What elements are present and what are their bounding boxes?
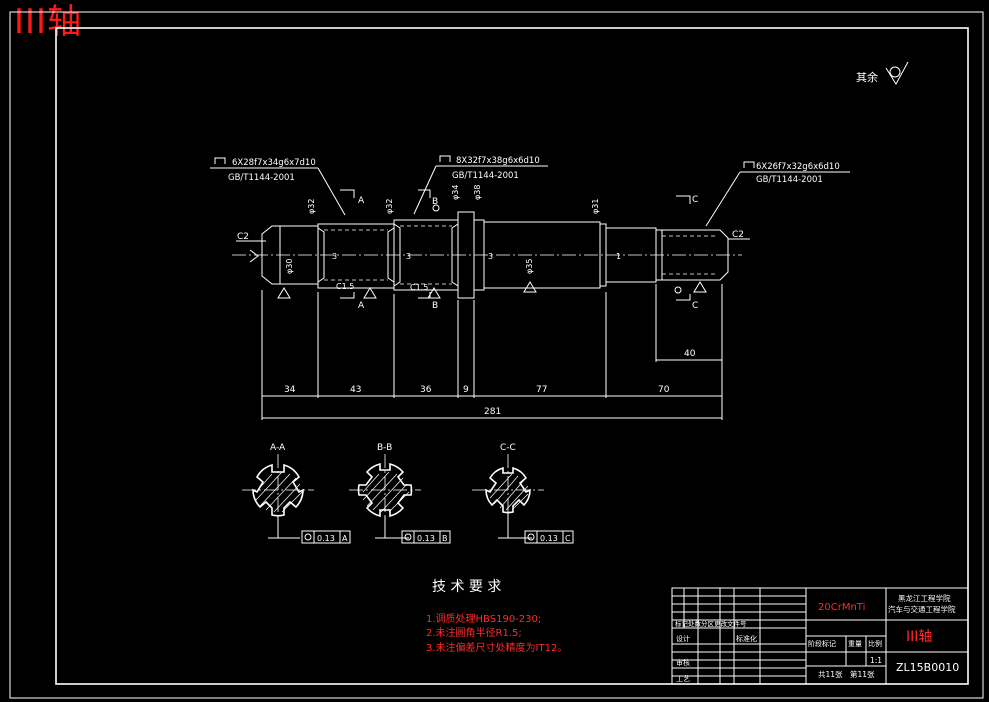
svg-text:B: B [432, 197, 438, 207]
drawing-title: III轴 [14, 2, 83, 42]
inner-border [55, 27, 969, 685]
section-view-c: C-C [472, 443, 544, 539]
tech-req-item: 2.未注圆角半径R1.5; [426, 626, 522, 639]
dim-36: 36 [420, 385, 432, 395]
svg-text:C: C [565, 534, 571, 543]
datum-symbols [249, 204, 707, 299]
dia-32: φ32 [307, 199, 316, 214]
standard: 标准化 [736, 634, 757, 643]
right-spline-section [655, 229, 729, 281]
svg-text:0.13: 0.13 [417, 534, 435, 543]
dim-70: 70 [658, 385, 670, 395]
label-3b: 3 [406, 252, 411, 261]
section-mark-c: C C [676, 195, 698, 311]
part-name: III轴 [906, 629, 932, 645]
stage-mark: 阶段标记 [808, 639, 836, 648]
drawing-number: ZL15B0010 [896, 661, 959, 674]
position-tolerance-icon [527, 533, 535, 541]
design: 设计 [676, 634, 690, 643]
dia-35: φ35 [525, 259, 534, 274]
review: 审核 [676, 658, 690, 667]
tech-requirements: 技 术 要 求 1.调质处理HBS190-230; 2.未注圆角半径R1.5; … [426, 579, 567, 654]
process: 工艺 [676, 675, 690, 683]
svg-text:GB/T1144-2001: GB/T1144-2001 [452, 171, 519, 181]
svg-text:A: A [358, 196, 365, 206]
dim-9: 9 [463, 385, 469, 395]
svg-text:6X26f7x32g6x6d10: 6X26f7x32g6x6d10 [756, 162, 840, 172]
dia-32b: φ32 [385, 199, 394, 214]
svg-text:A: A [358, 301, 365, 311]
outer-border [9, 11, 984, 699]
material: 20CrMnTi [818, 602, 865, 613]
dia-34: φ34 [451, 185, 460, 200]
dim-40: 40 [684, 349, 696, 359]
dim-77: 77 [536, 385, 547, 395]
label-3c: 3 [488, 252, 493, 261]
title-block: 20CrMnTi 黑龙江工程学院 汽车与交通工程学院 III轴 ZL15B001… [671, 587, 969, 685]
roughness-symbol-icon [885, 61, 909, 85]
section-mark-a: A A [340, 189, 365, 311]
surface-note-label: 其余 [856, 70, 878, 84]
section-c-tolerance: 0.13 C [524, 530, 574, 544]
weight: 重量 [848, 640, 862, 648]
svg-text:C: C [692, 301, 698, 311]
chamfer-left: C2 [237, 232, 249, 242]
sheet-count: 共11张 [818, 670, 843, 679]
spline-symbol-icon [439, 155, 451, 162]
shaft-main-view [232, 211, 742, 299]
svg-text:B: B [432, 301, 438, 311]
svg-text:A: A [342, 534, 348, 543]
label-3a: 3 [332, 252, 337, 261]
spline-section-1 [317, 223, 395, 289]
ratio: 比例 [868, 639, 882, 648]
mark-row: 标记处数分区更改文件号 [675, 619, 747, 628]
svg-text:GB/T1144-2001: GB/T1144-2001 [228, 173, 295, 183]
dia-38: φ38 [473, 185, 482, 200]
tech-req-title: 技 术 要 求 [432, 579, 501, 595]
tech-req-item: 1.调质处理HBS190-230; [426, 613, 541, 625]
svg-text:0.13: 0.13 [317, 534, 335, 543]
spline-spec-3: 6X26f7x32g6x6d10 GB/T1144-2001 [705, 161, 850, 227]
svg-text:C: C [692, 195, 698, 205]
dia-30: φ30 [285, 259, 294, 274]
section-a-tolerance: 0.13 A [301, 530, 351, 544]
section-label: A-A [270, 443, 286, 453]
position-tolerance-icon [404, 533, 412, 541]
chamfer-c15-a: C1.5 [336, 282, 354, 291]
section-b-tolerance: 0.13 B [401, 530, 451, 544]
school-line2: 汽车与交通工程学院 [888, 604, 956, 614]
spline-symbol-icon [743, 161, 755, 168]
section-view-b: B-B [349, 443, 421, 539]
shaft-body [483, 221, 601, 289]
sheet-number: 第11张 [850, 669, 875, 679]
school-line1: 黑龙江工程学院 [898, 593, 951, 603]
section-view-a: A-A [242, 443, 314, 539]
extension-lines [261, 284, 723, 420]
chamfer-right: C2 [732, 230, 744, 240]
svg-text:8X32f7x38g6x6d10: 8X32f7x38g6x6d10 [456, 156, 540, 166]
position-tolerance-icon [304, 533, 312, 541]
svg-text:GB/T1144-2001: GB/T1144-2001 [756, 175, 823, 185]
section-mark-b: B B [418, 189, 438, 311]
scale: 1:1 [870, 656, 882, 665]
dim-43: 43 [350, 385, 361, 395]
tech-req-item: 3.未注偏差尺寸处精度为IT12。 [426, 641, 567, 654]
svg-text:B-B: B-B [377, 443, 392, 453]
dim-34: 34 [284, 385, 296, 395]
dim-281: 281 [484, 407, 501, 417]
svg-text:6X28f7x34g6x7d10: 6X28f7x34g6x7d10 [232, 158, 316, 168]
svg-text:0.13: 0.13 [540, 534, 558, 543]
svg-text:B: B [442, 534, 448, 543]
label-1: 1 [616, 252, 621, 261]
spline-spec-1: 6X28f7x34g6x7d10 GB/T1144-2001 [210, 157, 346, 216]
chamfer-c15-b: C1.5 [410, 283, 428, 292]
svg-text:C-C: C-C [500, 443, 516, 453]
dia-31: φ31 [591, 199, 600, 214]
spline-symbol-icon [214, 157, 226, 164]
